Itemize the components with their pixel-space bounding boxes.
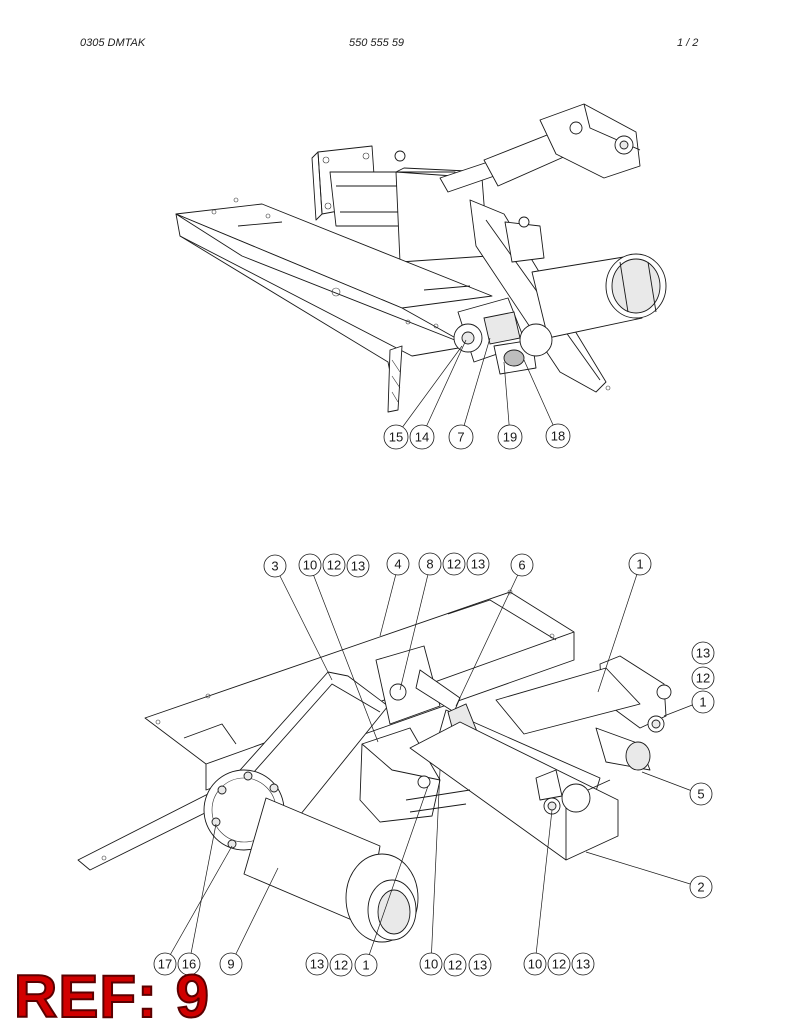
callout: 14 [415, 430, 429, 445]
callout: 5 [697, 787, 704, 802]
callout: 6 [518, 558, 525, 573]
part-number: 550 555 59 [349, 37, 405, 49]
callout: 1 [636, 557, 643, 572]
callout: 12 [334, 958, 348, 973]
top-view-leaders [395, 337, 559, 437]
callout: 13 [696, 646, 710, 661]
callout: 19 [503, 430, 517, 445]
callout: 17 [158, 957, 172, 972]
callout: 13 [473, 958, 487, 973]
callout: 12 [327, 558, 341, 573]
callout: 16 [182, 957, 196, 972]
callout: 8 [426, 557, 433, 572]
callout: 9 [227, 957, 234, 972]
callout: 12 [447, 557, 461, 572]
callout: 13 [351, 559, 365, 574]
doc-code: 0305 DMTAK [80, 37, 146, 49]
top-view-assembly [175, 103, 667, 413]
callout: 10 [528, 957, 542, 972]
callout: 3 [271, 559, 278, 574]
bottom-view-assembly [77, 589, 672, 943]
callout: 12 [696, 671, 710, 686]
callout: 10 [424, 957, 438, 972]
reference-label: REF: 9 [13, 962, 211, 1031]
callout: 18 [551, 429, 565, 444]
page-indicator: 1 / 2 [677, 37, 699, 49]
callout: 13 [310, 957, 324, 972]
callout: 12 [448, 958, 462, 973]
callout: 2 [697, 880, 704, 895]
callout: 15 [389, 430, 403, 445]
top-view-callouts: 15 14 7 19 18 [383, 423, 571, 450]
callout: 4 [394, 557, 401, 572]
callout: 12 [552, 957, 566, 972]
callout: 1 [362, 958, 369, 973]
bottom-view-callouts: 3 10 12 13 4 8 12 13 6 1 13 12 1 5 2 17 … [153, 552, 715, 977]
callout: 13 [576, 957, 590, 972]
callout: 1 [699, 695, 706, 710]
callout: 7 [457, 430, 464, 445]
callout: 13 [471, 557, 485, 572]
callout: 10 [303, 558, 317, 573]
